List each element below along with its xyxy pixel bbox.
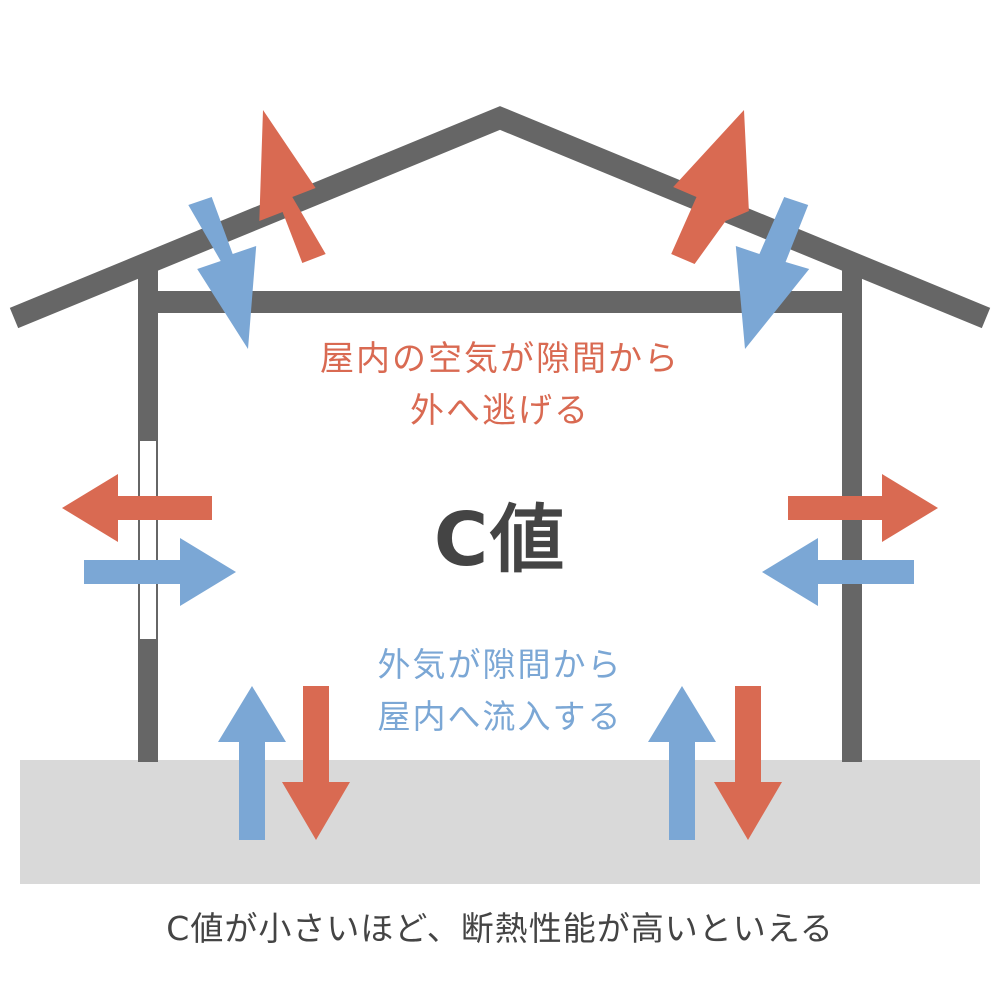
outflow-arrow-roof-left bbox=[259, 110, 326, 263]
outflow-arrow-wall-right bbox=[788, 474, 938, 542]
inflow-label-line1: 外気が隙間から bbox=[377, 645, 623, 684]
roof-line bbox=[9, 106, 991, 329]
inflow-arrow-wall-left bbox=[84, 538, 236, 606]
outflow-arrow-floor-right bbox=[714, 686, 782, 840]
outflow-label-line2: 外へ逃げる bbox=[410, 391, 590, 431]
inflow-arrow-floor-right bbox=[648, 686, 716, 840]
ground-slab bbox=[20, 760, 980, 884]
inflow-arrow-roof-right bbox=[735, 197, 810, 349]
wall-gap bbox=[138, 439, 158, 641]
inflow-arrow-roof-left bbox=[188, 197, 257, 349]
conclusion-caption: C値が小さいほど、断熱性能が高いといえる bbox=[166, 909, 834, 948]
outflow-arrow-roof-right bbox=[671, 110, 749, 264]
outflow-arrow-wall-left bbox=[62, 474, 212, 542]
outflow-arrow-floor-left bbox=[282, 686, 350, 840]
inflow-arrow-floor-left bbox=[218, 686, 286, 840]
inflow-arrow-wall-right bbox=[762, 538, 914, 606]
outflow-label-line1: 屋内の空気が隙間から bbox=[320, 339, 680, 379]
inflow-label-line2: 屋内へ流入する bbox=[377, 697, 623, 736]
c-value-title: C値 bbox=[433, 497, 567, 583]
